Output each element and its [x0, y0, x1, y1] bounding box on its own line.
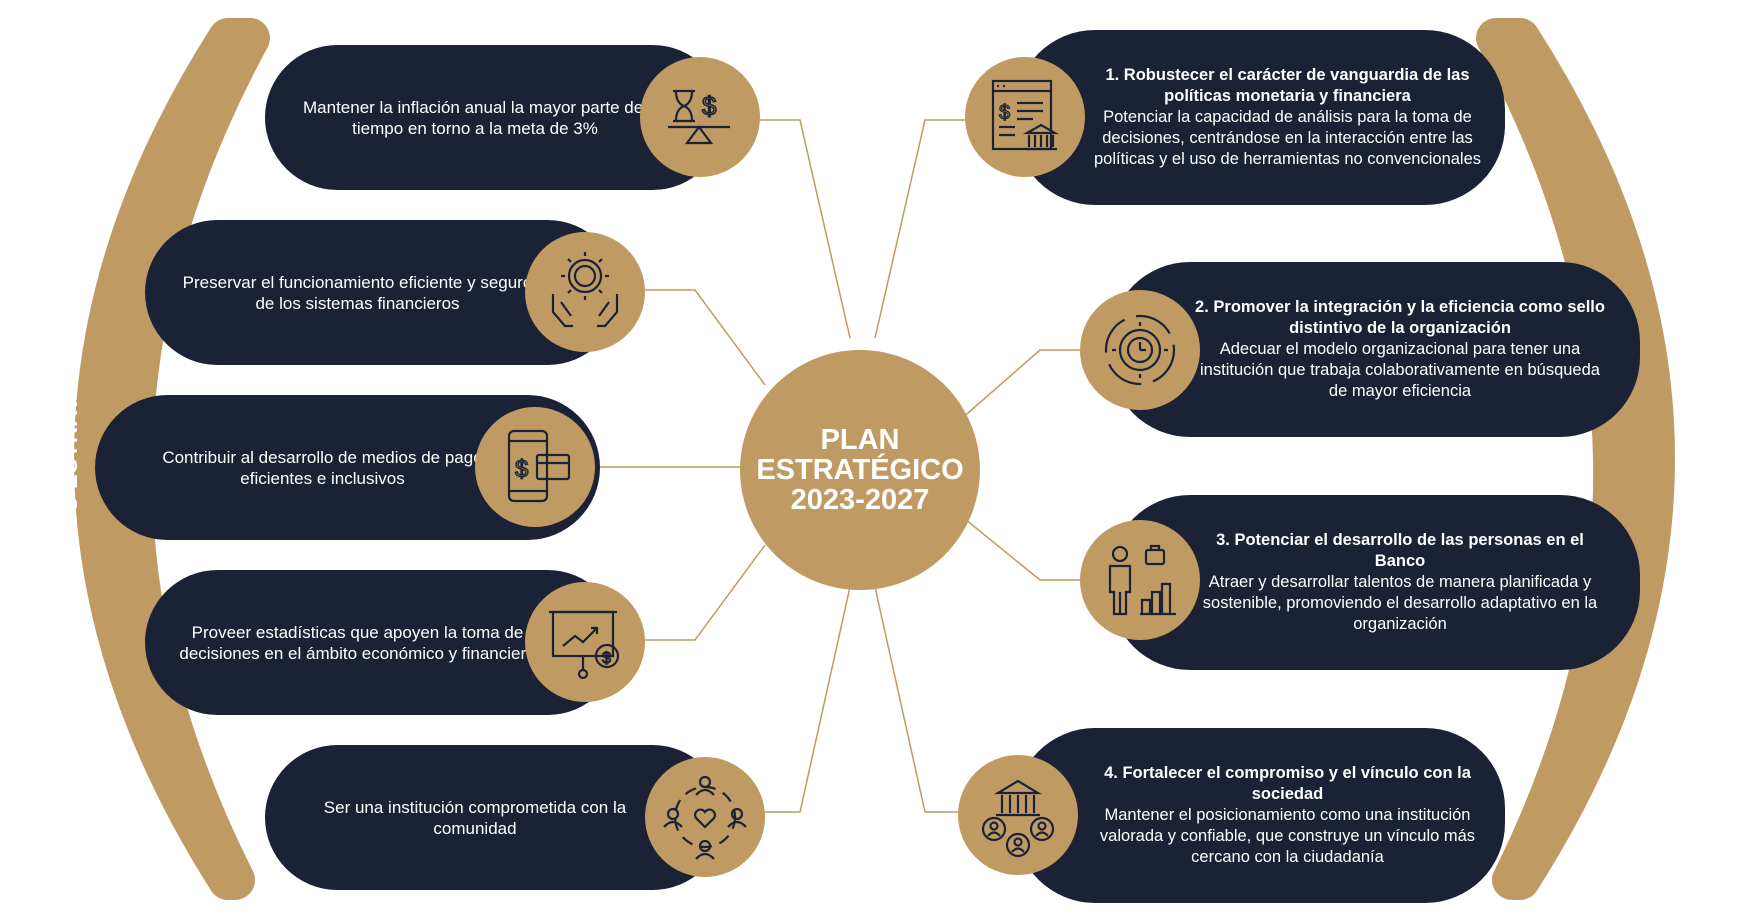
foco-title-3: 3. Potenciar el desarrollo de las person… [1216, 531, 1584, 570]
objective-text-3: Contribuir al desarrollo de medios de pa… [162, 447, 483, 488]
connector-8 [959, 514, 1080, 581]
phone-card-payment-icon: $ [475, 407, 595, 527]
foco-title-1: 1. Robustecer el carácter de vanguardia … [1105, 66, 1470, 105]
connector-7 [959, 349, 1080, 421]
right-arc-label: FOCOS ESTRATÉGICOS [1688, 330, 1713, 606]
objective-text-4: Proveer estadísticas que apoyen la toma … [179, 622, 536, 663]
gear-clock-icon [1080, 290, 1200, 410]
connector-1 [760, 119, 851, 339]
objective-text-1: Mantener la inflación anual la mayor par… [303, 97, 647, 138]
right-arc [1476, 18, 1675, 900]
foco-text-2: 2. Promover la integración y la eficienc… [1195, 262, 1605, 437]
foco-desc-2: Adecuar el modelo organizacional para te… [1200, 340, 1600, 400]
foco-pill-4: 4. Fortalecer el compromiso y el vínculo… [1015, 728, 1505, 903]
foco-desc-3: Atraer y desarrollar talentos de manera … [1202, 573, 1598, 633]
connector-6 [874, 119, 965, 339]
gear-coin-hands-icon [525, 232, 645, 352]
community-heart-icon [645, 757, 765, 877]
connector-2 [645, 289, 766, 386]
foco-title-4: 4. Fortalecer el compromiso y el vínculo… [1104, 764, 1471, 803]
connector-4 [645, 544, 766, 641]
objective-text-2: Preservar el funcionamiento eficiente y … [182, 272, 533, 313]
center-title-line1: PLAN [820, 424, 900, 456]
foco-pill-1: 1. Robustecer el carácter de vanguardia … [1015, 30, 1505, 205]
person-growth-icon [1080, 520, 1200, 640]
objective-text-5: Ser una institución comprometida con la … [323, 797, 627, 838]
center-title-line3: 2023-2027 [790, 484, 930, 516]
objective-pill-5: Ser una institución comprometida con la … [265, 745, 725, 890]
svg-text:$: $ [602, 650, 611, 667]
hourglass-scale-icon: $ [640, 57, 760, 177]
document-bank-icon: $ [965, 57, 1085, 177]
foco-text-4: 4. Fortalecer el compromiso y el vínculo… [1090, 728, 1485, 903]
svg-text:$: $ [702, 91, 717, 121]
presentation-chart-icon: $ [525, 582, 645, 702]
connector-lines [600, 119, 1080, 813]
center-title-line2: ESTRATÉGICO [756, 454, 964, 486]
connector-9 [874, 586, 965, 813]
foco-text-1: 1. Robustecer el carácter de vanguardia … [1090, 30, 1485, 205]
foco-desc-1: Potenciar la capacidad de análisis para … [1093, 108, 1482, 168]
objective-pill-4: Proveer estadísticas que apoyen la toma … [145, 570, 620, 715]
svg-text:$: $ [515, 456, 528, 483]
left-arc-label: OBJETIVOS ESTRATÉGICOS [57, 305, 82, 631]
connector-5 [760, 586, 851, 813]
center-plan-circle: PLAN ESTRATÉGICO 2023-2027 [740, 350, 980, 590]
svg-text:$: $ [999, 102, 1010, 124]
foco-desc-4: Mantener el posicionamiento como una ins… [1099, 806, 1476, 866]
foco-text-3: 3. Potenciar el desarrollo de las person… [1195, 495, 1605, 670]
bank-people-icon [958, 755, 1078, 875]
foco-title-2: 2. Promover la integración y la eficienc… [1195, 298, 1605, 337]
